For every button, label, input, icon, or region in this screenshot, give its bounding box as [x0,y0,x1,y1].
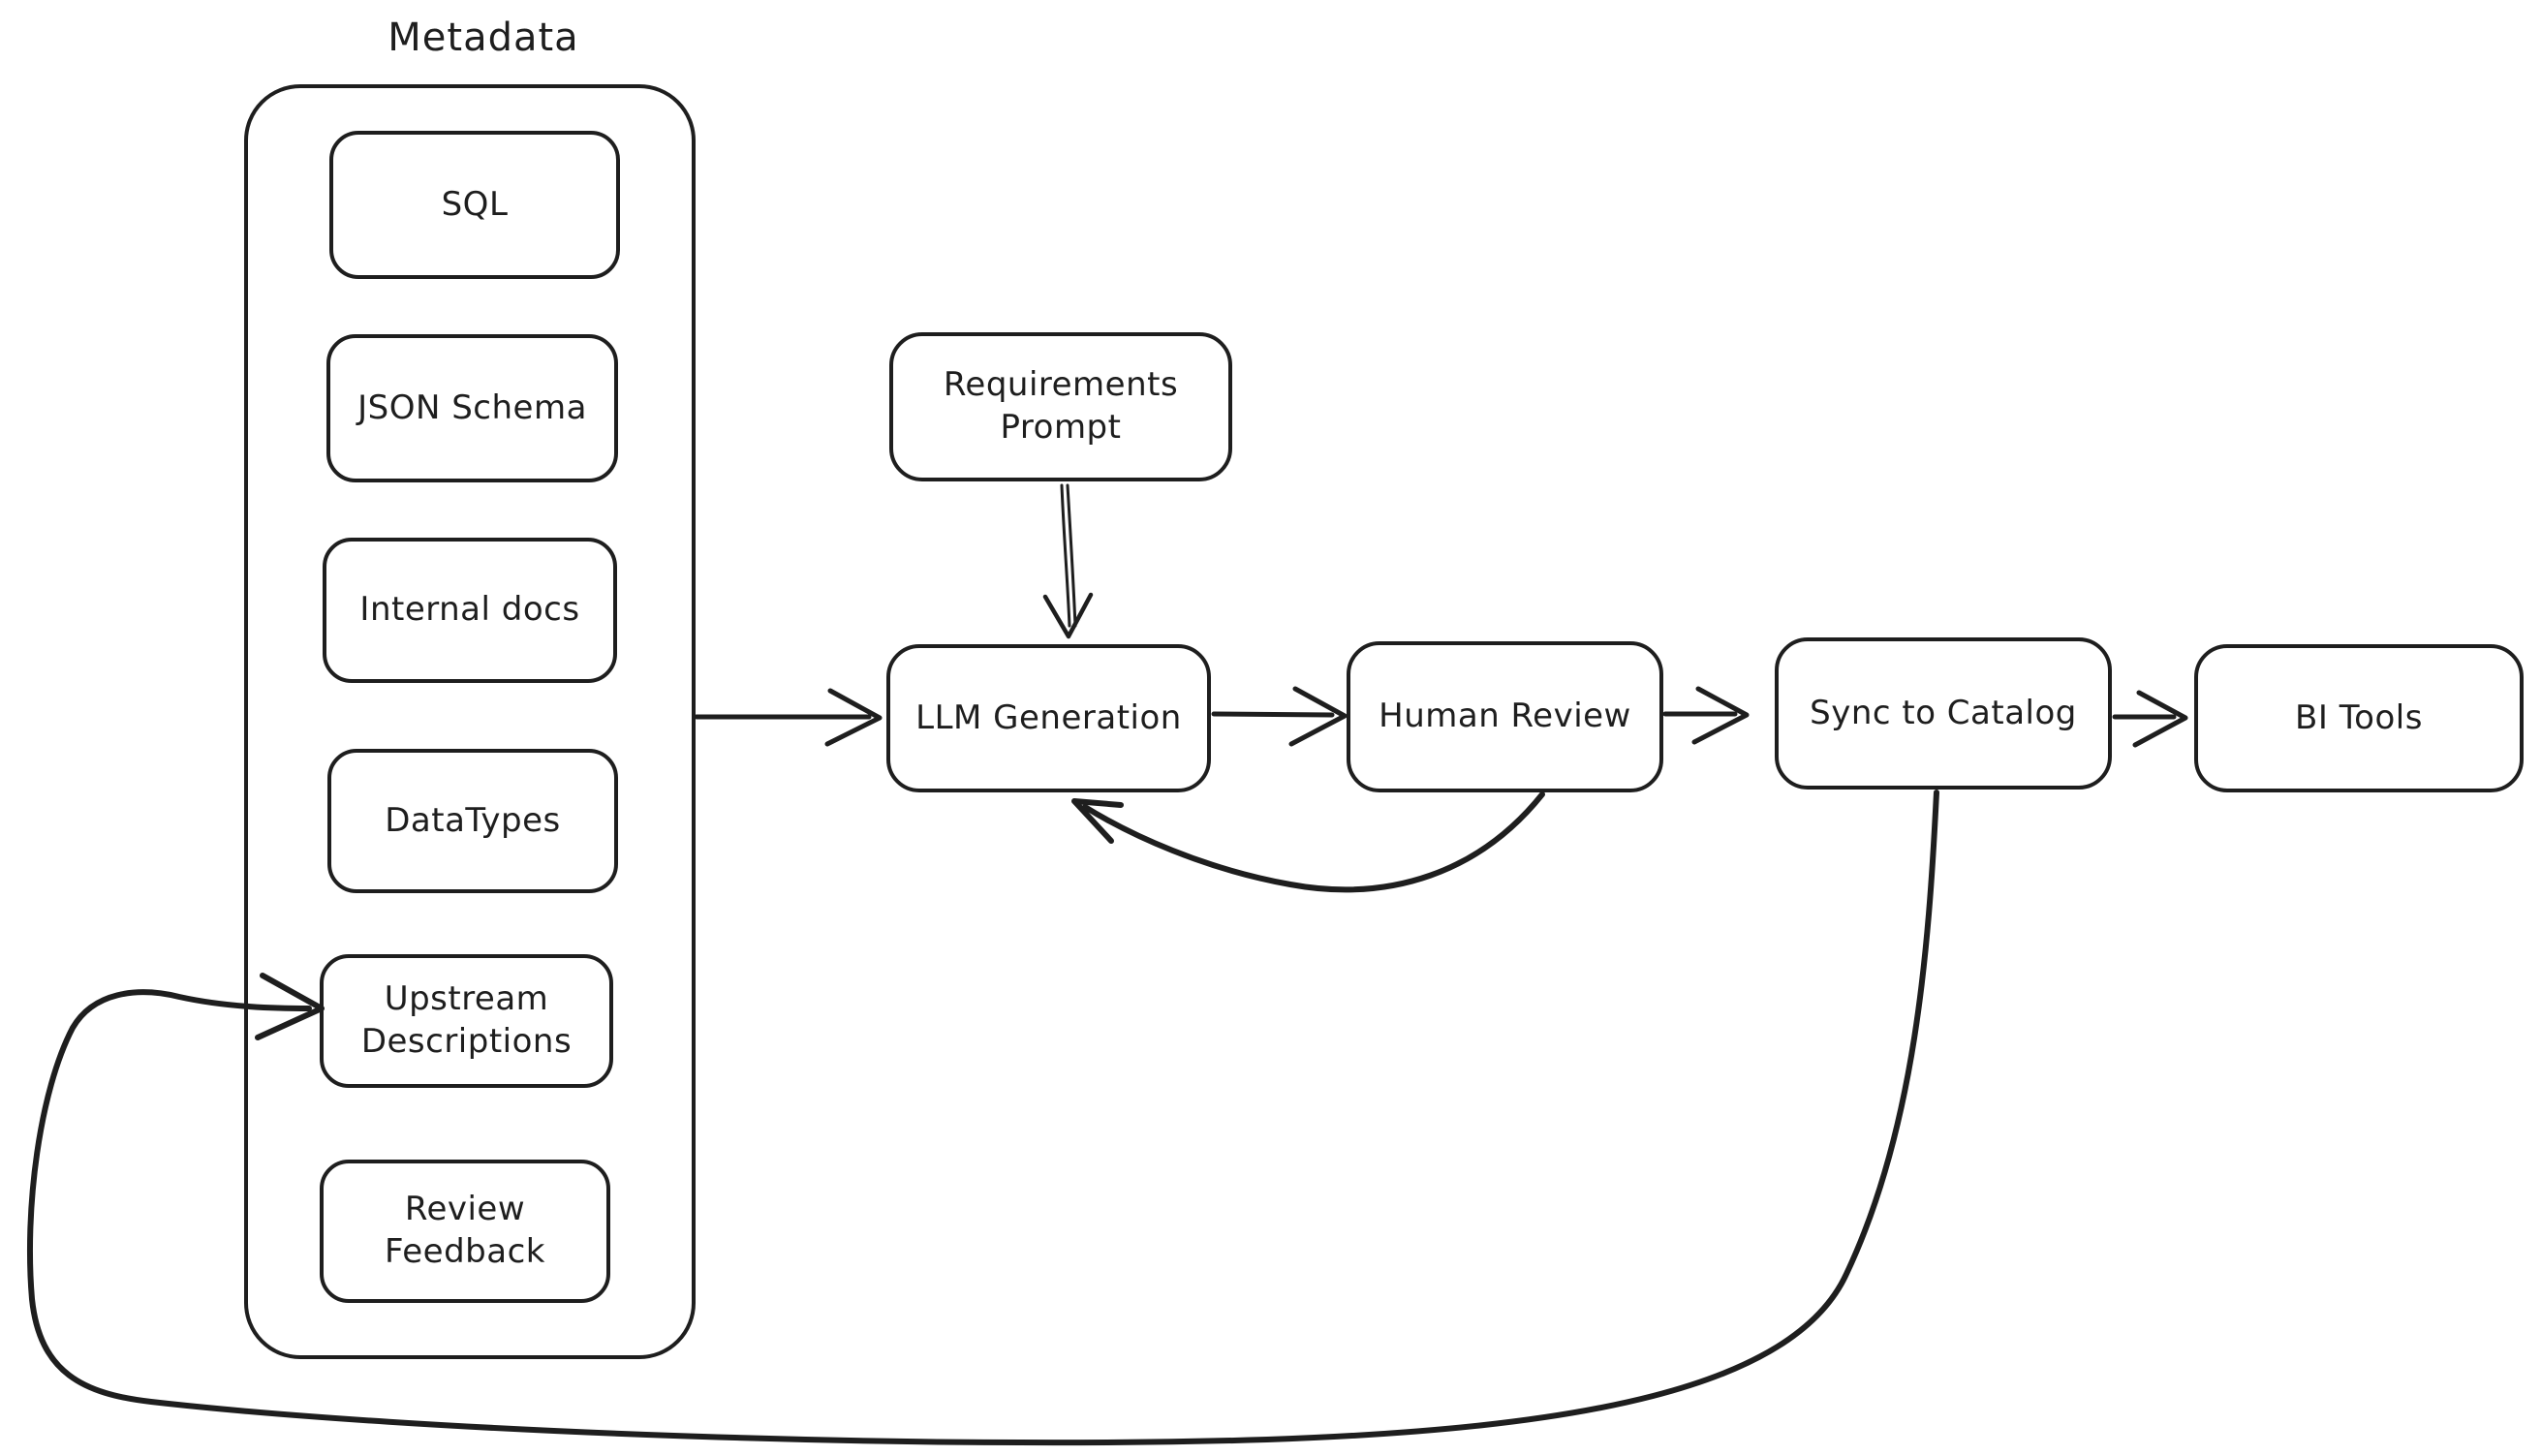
node-json-schema-label: JSON Schema [357,387,587,427]
edge-shaft [1211,711,1335,718]
node-upstream-descriptions: Upstream Descriptions [320,954,613,1088]
edge-requirements-to-llm [1042,483,1094,639]
node-sql: SQL [329,131,620,279]
arrowhead [1288,686,1348,747]
edge-llm-to-human-review [1211,686,1348,747]
arrowhead [824,688,883,747]
node-llm-generation-label: LLM Generation [915,697,1182,737]
arrowhead [2132,690,2188,748]
node-requirements-prompt: Requirements Prompt [889,332,1232,481]
node-datatypes-label: DataTypes [385,800,561,840]
node-review-feedback: Review Feedback [320,1160,610,1303]
arrowhead [1042,592,1094,639]
node-json-schema: JSON Schema [326,334,618,482]
node-internal-docs: Internal docs [323,538,617,683]
edge-metadata-to-llm [694,688,883,747]
metadata-group-title: Metadata [387,15,579,60]
node-bi-tools: BI Tools [2194,644,2524,792]
node-human-review: Human Review [1347,641,1663,792]
node-human-review-label: Human Review [1379,697,1631,736]
node-llm-generation: LLM Generation [886,644,1211,792]
node-sync-to-catalog: Sync to Catalog [1775,637,2112,790]
edge-shaft [1082,791,1545,893]
edge-human-review-feedback-to-llm [1071,791,1545,893]
node-datatypes: DataTypes [327,749,618,893]
edge-sync-to-bi-tools [2112,690,2188,748]
node-internal-docs-label: Internal docs [359,590,580,630]
edge-human-review-to-sync [1662,686,1750,745]
arrowhead [1071,798,1124,844]
node-sql-label: SQL [441,184,509,224]
arrowhead [1691,686,1750,745]
node-upstream-descriptions-label: Upstream Descriptions [360,979,573,1061]
node-review-feedback-label: Review Feedback [385,1190,545,1271]
edge-shaft [1060,483,1071,628]
node-bi-tools-label: BI Tools [2295,697,2423,737]
edge-shaft [1066,483,1077,628]
node-requirements-prompt-label: Requirements Prompt [943,365,1179,447]
node-sync-to-catalog-label: Sync to Catalog [1810,693,2077,732]
